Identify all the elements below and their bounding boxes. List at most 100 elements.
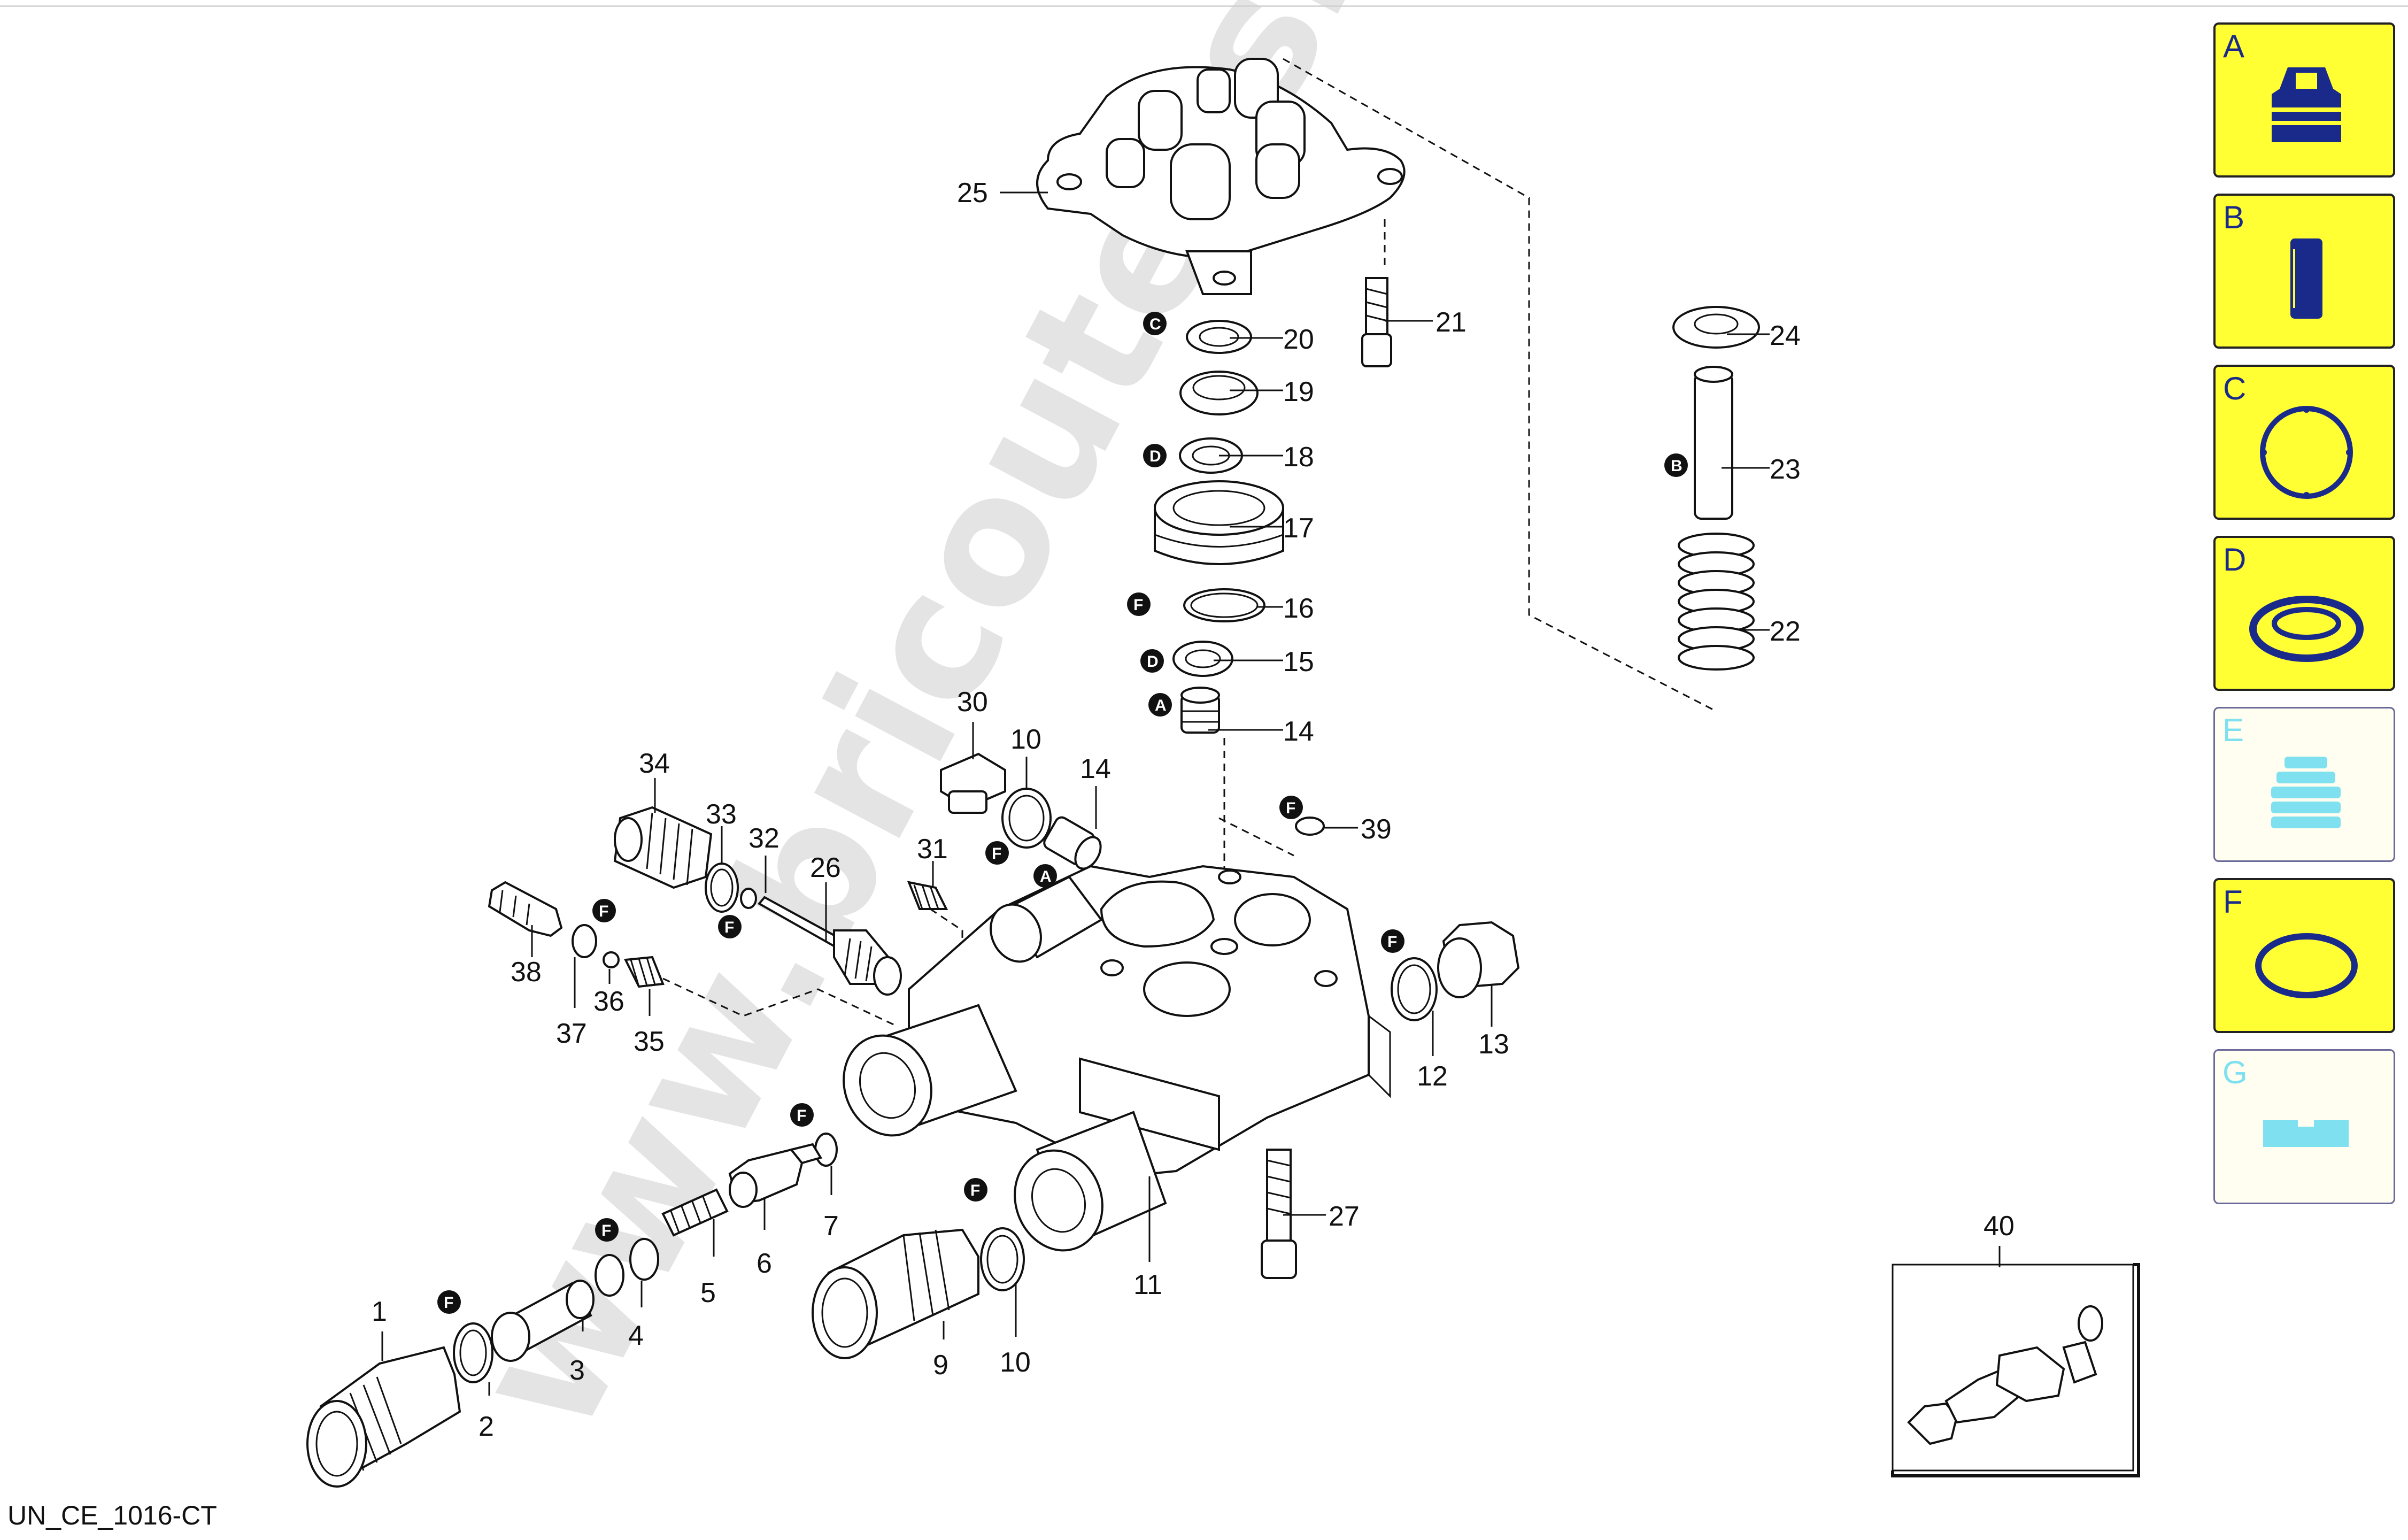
part-24-cap [1672, 306, 1760, 349]
part-22-spring [1678, 533, 1755, 671]
legend-item-g[interactable]: G [2213, 1049, 2395, 1204]
svg-text:C: C [1149, 315, 1161, 333]
legend-item-b[interactable]: B [2213, 194, 2395, 349]
callout-17: 17 [1283, 513, 1314, 544]
part-39-o-ring [1295, 817, 1325, 836]
callout-25: 25 [957, 178, 988, 209]
badge-d-15: D [1140, 649, 1164, 673]
part-14-valve [1180, 687, 1220, 734]
part-16-o-ring [1183, 588, 1265, 622]
legend-letter: B [2223, 199, 2245, 235]
backup-ring-icon [2260, 406, 2353, 499]
callout-26: 26 [810, 852, 841, 883]
top-rule [0, 5, 2408, 7]
part-38-nozzle [488, 881, 563, 937]
part-5-spring [661, 1188, 729, 1237]
o-ring-icon [2255, 933, 2358, 998]
legend-item-a[interactable]: A [2213, 22, 2395, 178]
badge-f-37: F [592, 899, 616, 922]
svg-text:A: A [1040, 868, 1052, 886]
legend-item-f[interactable]: F [2213, 878, 2395, 1033]
badge-f-39: F [1279, 796, 1303, 819]
assembly-line-top [1283, 58, 1717, 712]
diagram-code: UN_CE_1016-CT [7, 1500, 217, 1530]
part-15-seal [1172, 641, 1233, 677]
legend-letter: E [2222, 712, 2244, 748]
part-7-ring [814, 1133, 838, 1167]
svg-text:F: F [1387, 933, 1397, 951]
svg-text:F: F [1133, 596, 1143, 614]
valve-icon [2272, 67, 2341, 142]
callout-34: 34 [639, 748, 670, 779]
flat-gasket-icon [2263, 1120, 2349, 1147]
legend-item-c[interactable]: C [2213, 365, 2395, 520]
part-26-rod [757, 896, 902, 996]
callout-16: 16 [1283, 593, 1314, 624]
callout-3: 3 [569, 1355, 585, 1386]
callout-31: 31 [917, 834, 948, 865]
svg-text:F: F [797, 1107, 806, 1125]
part-3-sleeve [491, 1280, 595, 1362]
callout-18: 18 [1283, 442, 1314, 473]
part-13-plug [1437, 921, 1520, 998]
callout-9: 9 [933, 1350, 948, 1381]
part-25-pump-head [1036, 58, 1406, 295]
part-17-sleeve [1154, 480, 1284, 565]
badge-c-20: C [1143, 312, 1167, 335]
part-20-ring [1186, 320, 1252, 354]
callout-5: 5 [700, 1277, 716, 1308]
callout-36: 36 [593, 986, 624, 1017]
part-34-fitting [613, 806, 713, 889]
part-23-piston [1694, 366, 1733, 520]
svg-text:F: F [599, 903, 608, 920]
svg-text:F: F [444, 1294, 453, 1312]
legend-letter: G [2222, 1054, 2248, 1090]
badge-f-33: F [718, 915, 742, 938]
callout-23: 23 [1770, 454, 1801, 485]
callout-35: 35 [634, 1026, 665, 1057]
callout-15: 15 [1283, 646, 1314, 677]
legend-letter: A [2223, 28, 2245, 64]
assembly-line-left [662, 977, 899, 1028]
part-19-ring [1179, 371, 1259, 415]
callout-12: 12 [1417, 1061, 1448, 1092]
callout-33: 33 [706, 799, 737, 830]
badge-f-7: F [790, 1103, 814, 1127]
part-36-ball [603, 951, 620, 968]
part-37-ring [572, 924, 597, 958]
manifold-outlet-front [1014, 1111, 1167, 1252]
callout-40: 40 [1983, 1211, 2015, 1242]
callout-32: 32 [748, 823, 779, 854]
callout-24: 24 [1770, 320, 1801, 351]
badge-f-2: F [437, 1290, 461, 1314]
legend-item-d[interactable]: D [2213, 536, 2395, 691]
manifold-side-port [990, 875, 1103, 963]
part-21-bolt [1361, 277, 1392, 367]
svg-text:D: D [1149, 448, 1161, 465]
svg-text:A: A [1155, 697, 1167, 714]
part-4-rings [595, 1238, 659, 1297]
legend-letter: F [2223, 884, 2243, 920]
part-27-bolt [1261, 1149, 1297, 1279]
part-31-spring [907, 881, 948, 910]
part-6-valve-seat [728, 1143, 823, 1208]
callout-27: 27 [1329, 1201, 1360, 1232]
part-30-plug [940, 752, 1006, 814]
seal-icon [2249, 596, 2364, 662]
callout-13: 13 [1478, 1029, 1509, 1060]
badge-f-12: F [1381, 929, 1404, 953]
part-9-fitting [812, 1228, 979, 1359]
callout-6: 6 [757, 1248, 772, 1279]
part-1-fitting [306, 1346, 461, 1488]
manifold-outlet-left [843, 1004, 1017, 1137]
callout-14a: 14 [1283, 716, 1314, 747]
legend-item-e[interactable]: E [2213, 707, 2395, 862]
svg-text:D: D [1147, 653, 1159, 671]
callout-22: 22 [1770, 616, 1801, 647]
callout-37: 37 [556, 1018, 587, 1049]
svg-text:F: F [601, 1222, 611, 1239]
callout-38: 38 [511, 957, 542, 988]
svg-text:F: F [970, 1182, 980, 1199]
callout-30: 30 [957, 687, 988, 718]
